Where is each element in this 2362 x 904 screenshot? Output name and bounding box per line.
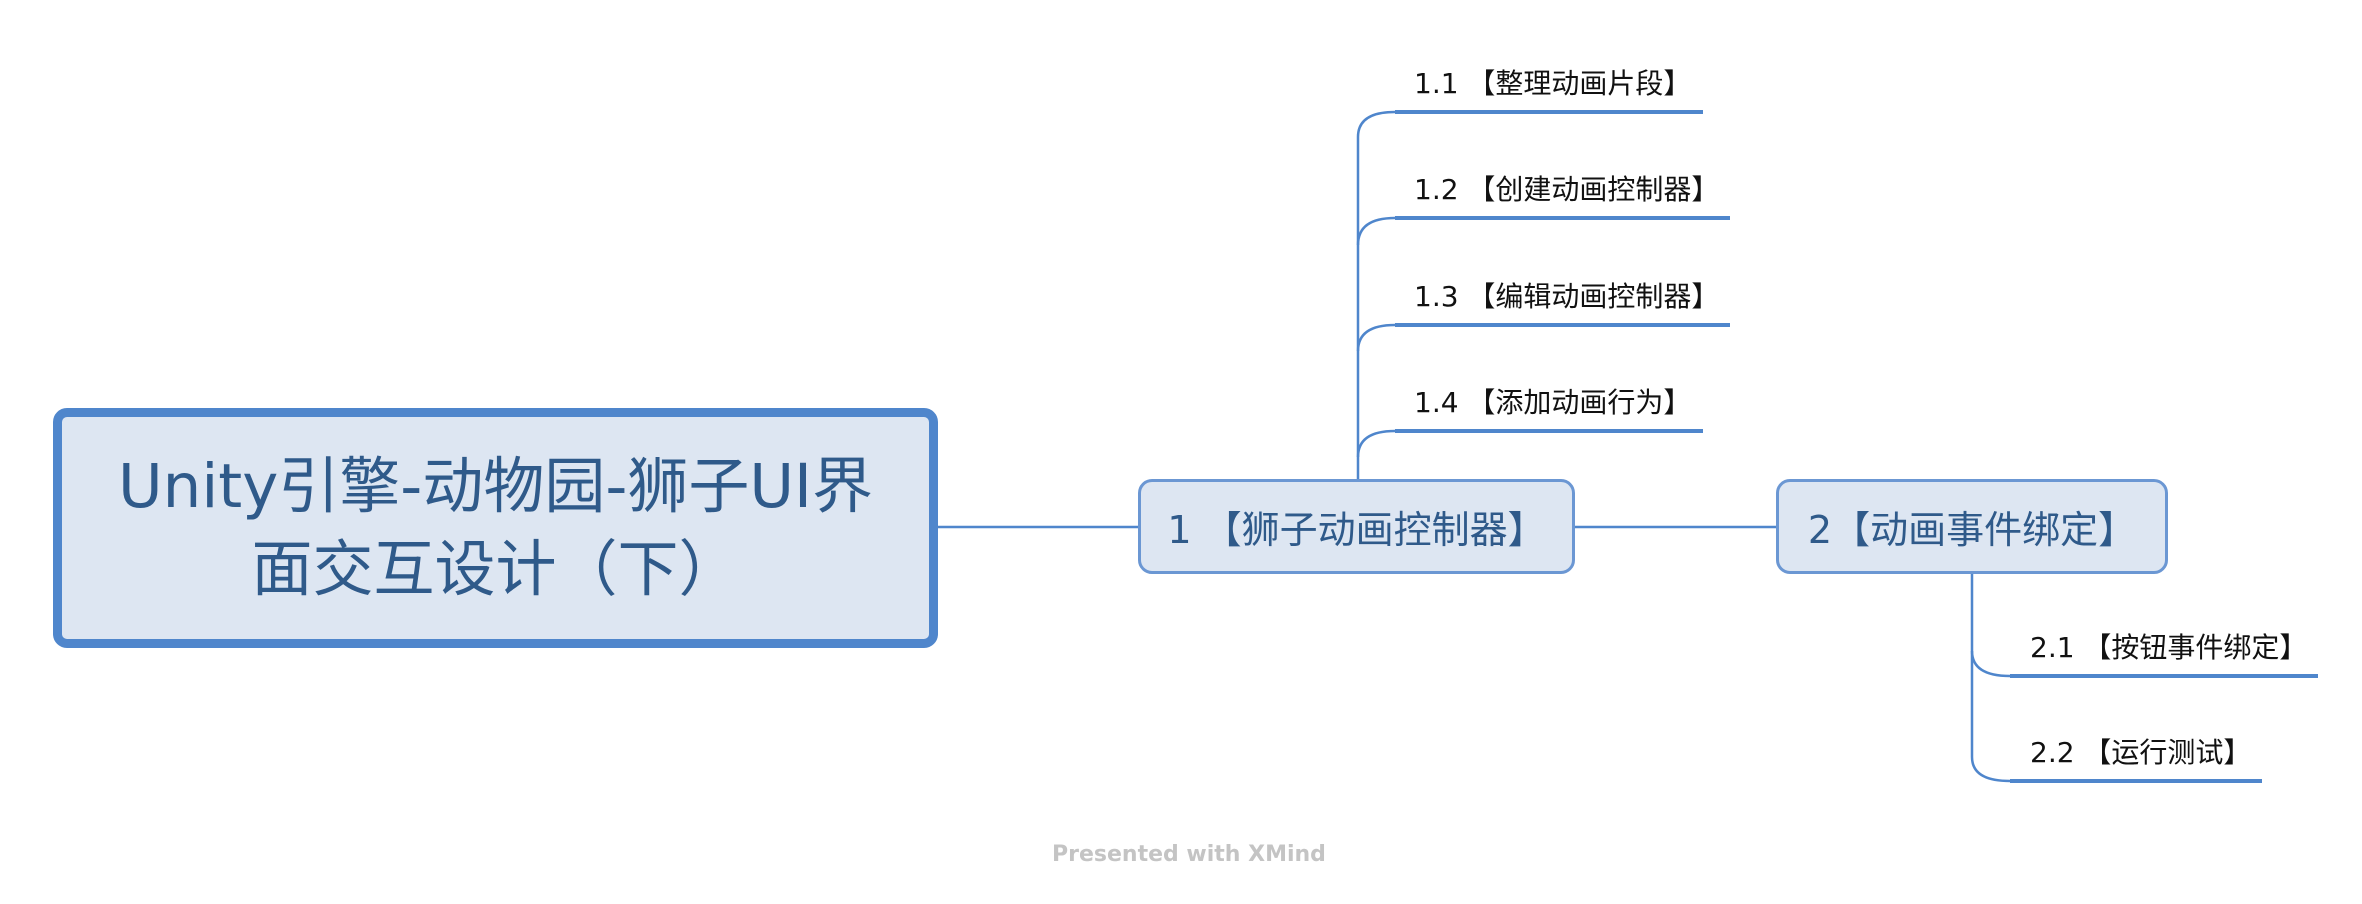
subtopic-1-3[interactable]: 1.3 【编辑动画控制器】 <box>1414 280 1720 313</box>
central-topic-title: Unity引擎-动物园-狮子UI界面交互设计（下） <box>118 451 873 605</box>
connector-topic-2-to-2-2 <box>1970 651 2011 783</box>
subtopic-1-1[interactable]: 1.1 【整理动画片段】 <box>1414 67 1692 100</box>
connector-topic-1-to-1-4 <box>1356 429 1396 458</box>
subtopic-2-2[interactable]: 2.2 【运行测试】 <box>2030 736 2252 769</box>
main-topic-lion-animation-controller[interactable]: 1 【狮子动画控制器】 <box>1138 479 1575 574</box>
connector-topic-1-to-1-1 <box>1356 110 1396 479</box>
subtopic-1-4[interactable]: 1.4 【添加动画行为】 <box>1414 386 1692 419</box>
connector-topic-1-to-1-2 <box>1356 216 1396 246</box>
connector-topic-2-to-2-1 <box>1970 574 2011 678</box>
subtopic-1-2[interactable]: 1.2 【创建动画控制器】 <box>1414 173 1720 206</box>
central-topic[interactable]: Unity引擎-动物园-狮子UI界面交互设计（下） <box>53 408 938 648</box>
subtopic-2-1[interactable]: 2.1 【按钮事件绑定】 <box>2030 631 2308 664</box>
main-topic-label: 1 【狮子动画控制器】 <box>1167 508 1546 552</box>
connector-topic-1-to-1-3 <box>1356 323 1396 352</box>
xmind-watermark: Presented with XMind <box>1052 842 1326 867</box>
main-topic-label: 2【动画事件绑定】 <box>1807 508 2137 552</box>
main-topic-animation-event-binding[interactable]: 2【动画事件绑定】 <box>1776 479 2168 574</box>
